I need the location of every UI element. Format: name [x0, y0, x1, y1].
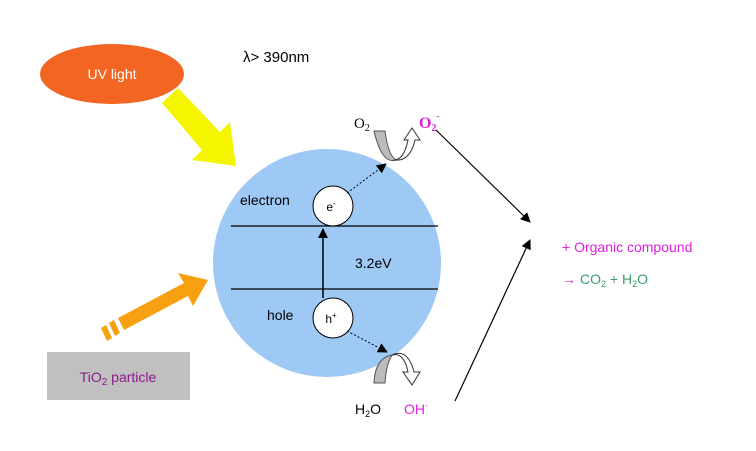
hydroxyl-label: OH- [404, 401, 428, 417]
electron-transfer-arrow [346, 163, 387, 194]
o2-reduction-curved-arrow [373, 130, 398, 162]
uv-arrow [162, 88, 236, 166]
uv-light-label: UV light [87, 66, 136, 82]
hole-transfer-arrow [346, 330, 388, 353]
hole-symbol: h+ [325, 311, 337, 326]
water-oxidation-out-arrow [391, 352, 421, 386]
particle-arrow [101, 273, 208, 341]
band-gap-label: 3.2eV [355, 255, 392, 271]
organic-compound-label: + Organic compound [562, 239, 692, 255]
tio2-particle-circle [213, 149, 441, 377]
hole-circle [312, 297, 354, 339]
superoxide-label: O2- [419, 111, 439, 134]
o2-reduction-out-arrow [393, 127, 421, 161]
products-label: →CO2 + H2O [562, 271, 648, 289]
uv-light-ellipse [40, 44, 184, 104]
water-label: H2O [355, 401, 381, 419]
o2-label: O2 [354, 116, 370, 134]
electron-label: electron [240, 192, 290, 208]
tio2-particle-box [47, 352, 190, 400]
tio2-particle-label: TiO2 particle [80, 369, 157, 388]
electron-symbol: e- [326, 199, 336, 214]
superoxide-to-reaction-arrow [435, 129, 531, 223]
hydroxyl-to-reaction-arrow [454, 239, 531, 402]
wavelength-label: λ> 390nm [243, 49, 309, 66]
electron-circle [312, 185, 354, 227]
hole-label: hole [267, 307, 294, 323]
